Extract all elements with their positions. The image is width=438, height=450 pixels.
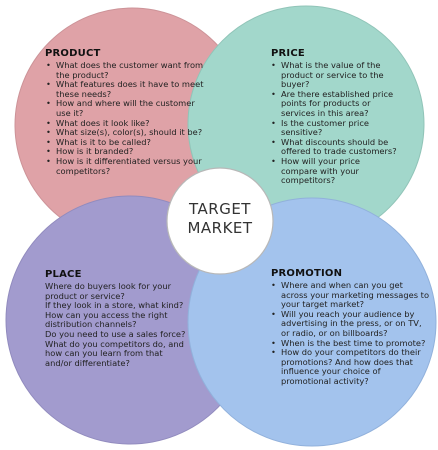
product-list: What does the customer want from the pro… xyxy=(46,60,206,176)
promotion-item: Where and when can you get across your m… xyxy=(271,280,431,310)
place-item: Where do buyers look for your product or… xyxy=(45,281,172,301)
promotion-item: When is the best time to promote? xyxy=(271,338,431,349)
price-item: Are there established price points for p… xyxy=(271,89,397,119)
target-market-label: TARGET MARKET xyxy=(170,200,270,238)
price-title: PRICE xyxy=(271,48,305,59)
product-item: How and where will the customer use it? xyxy=(46,99,206,118)
target-market-circle xyxy=(166,167,274,275)
price-item: How will your price compare with your co… xyxy=(271,156,397,186)
place-list: Where do buyers look for your product or… xyxy=(45,281,190,368)
product-item: What is it to be called? xyxy=(46,137,206,148)
product-title: PRODUCT xyxy=(45,48,101,59)
product-item: What size(s), color(s), should it be? xyxy=(46,128,206,138)
place-title: PLACE xyxy=(45,269,82,280)
price-item: What is the value of the product or serv… xyxy=(271,60,397,90)
product-item: What does the customer want from the pro… xyxy=(46,60,206,80)
product-item: How is it differentiated versus your com… xyxy=(46,156,206,176)
price-item: What discounts should be offered to trad… xyxy=(271,137,397,157)
product-item: What does it look like? xyxy=(46,118,206,129)
price-item: Is the customer price sensitive? xyxy=(271,118,397,138)
place-item: If they look in a store, what kind? xyxy=(45,300,184,311)
place-item: Do you need to use a sales force? xyxy=(45,328,186,339)
promotion-item: How do your competitors do their promoti… xyxy=(271,347,431,386)
place-item: How can you access the right distributio… xyxy=(45,309,168,330)
product-item: How is it branded? xyxy=(46,147,206,157)
target-market-line1: TARGET xyxy=(189,200,251,218)
product-item: What features does it have to meet these… xyxy=(46,79,206,99)
promotion-item: Will you reach your audience by advertis… xyxy=(271,309,431,339)
promotion-title: PROMOTION xyxy=(271,268,343,279)
promotion-list: Where and when can you get across your m… xyxy=(271,280,431,387)
price-list: What is the value of the product or serv… xyxy=(271,60,397,186)
place-item: What do you competitors do, and how can … xyxy=(45,338,184,368)
target-market-line2: MARKET xyxy=(187,219,253,237)
